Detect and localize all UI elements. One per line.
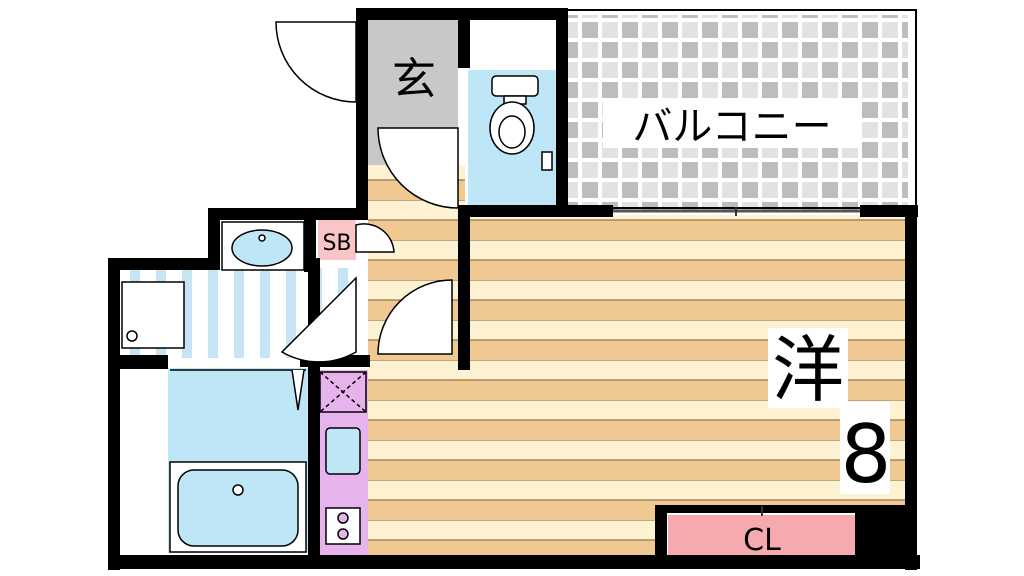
- shoe-box-area: [318, 220, 356, 260]
- room-lower-floor: [368, 360, 658, 555]
- toilet-icon: [489, 75, 553, 171]
- washbasin-icon: [221, 221, 305, 271]
- entrance-label: 玄: [392, 54, 436, 105]
- western-room-size: 8: [841, 408, 892, 501]
- closet-label: CL: [743, 523, 781, 558]
- door-icon: [275, 21, 459, 363]
- sink-icon: [325, 427, 361, 475]
- closet-area: [668, 515, 856, 555]
- washing-machine-icon: [121, 281, 185, 349]
- bathtub-icon: [169, 369, 307, 553]
- kitchen-icons: [319, 371, 367, 545]
- balcony-rail: [565, 9, 917, 209]
- balcony-label: バルコニー: [632, 104, 831, 150]
- shoe-box-label: SB: [322, 231, 351, 256]
- stove-icon: [325, 507, 361, 545]
- western-room-label: 洋: [772, 328, 844, 412]
